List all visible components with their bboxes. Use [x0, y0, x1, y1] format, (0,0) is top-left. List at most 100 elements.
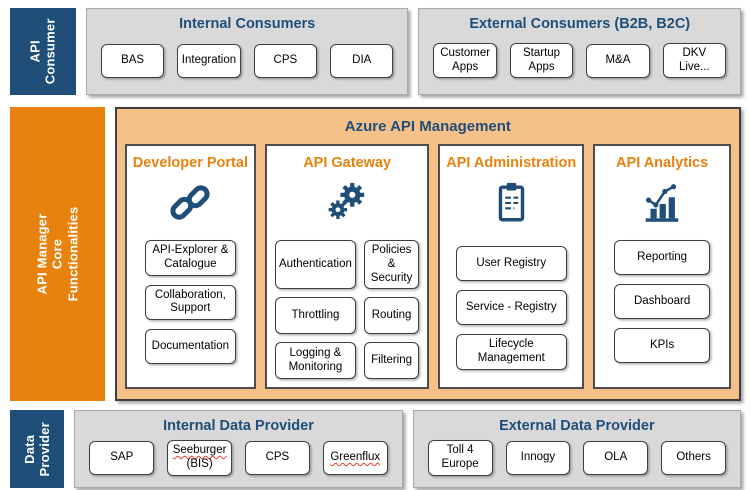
analytics-box-dashboard-label: Dashboard: [633, 294, 691, 307]
api-administration-icon-area: [488, 174, 534, 232]
api-gateway-column: API Gateway: [264, 144, 430, 390]
provider-box-sap-label: SAP: [110, 451, 134, 464]
consumer-box-integration: Integration: [177, 43, 241, 78]
azure-api-management-container: Azure API Management Developer Portal: [114, 107, 741, 401]
provider-box-ola: OLA: [583, 441, 649, 475]
consumer-box-dia-label: DIA: [352, 53, 372, 66]
internal-data-provider-items: SAP Seeburger (BIS) CPS Greenflux: [87, 438, 389, 480]
gateway-box-routing: Routing: [363, 297, 420, 335]
gateway-box-filtering-label: Filtering: [371, 353, 413, 366]
gateway-box-logging-monitoring: Logging & Monitoring: [274, 342, 356, 380]
gateway-box-policies-security-label: Policies & Security: [370, 244, 413, 284]
gears-icon: [328, 182, 365, 219]
api-manager-core-sidebar: API Manager Core Functionalities: [10, 107, 105, 401]
gateway-box-authentication: Authentication: [274, 240, 356, 290]
api-gateway-items: Authentication Policies & Security Throt…: [273, 240, 421, 380]
api-manager-core-sidebar-label: API Manager Core Functionalities: [34, 206, 81, 302]
external-data-provider-items: Toll 4 Europe Innogy OLA Others: [426, 438, 728, 480]
api-analytics-icon-area: [638, 174, 686, 232]
external-data-provider-title: External Data Provider: [499, 418, 655, 434]
analytics-box-reporting: Reporting: [614, 240, 711, 275]
gateway-box-policies-security: Policies & Security: [363, 240, 420, 290]
consumer-box-bas: BAS: [100, 43, 165, 78]
api-consumer-sidebar: API Consumer: [10, 8, 76, 95]
gateway-box-throttling-label: Throttling: [291, 308, 340, 321]
portal-box-collaboration-support: Collaboration, Support: [144, 284, 236, 321]
analytics-icon: [645, 184, 679, 222]
provider-box-greenflux: Greenflux: [322, 441, 388, 475]
admin-box-lifecycle-management-label: Lifecycle Management: [477, 338, 545, 364]
internal-data-provider-panel: Internal Data Provider SAP Seeburger (BI…: [74, 410, 403, 488]
internal-consumers-title: Internal Consumers: [179, 16, 316, 32]
provider-box-cps: CPS: [245, 441, 310, 475]
api-analytics-column: API Analytics: [593, 144, 731, 390]
core-columns: Developer Portal API-Explorer & Catalogu…: [117, 142, 739, 399]
analytics-box-dashboard: Dashboard: [614, 284, 711, 319]
provider-box-toll4europe-label: Toll 4 Europe: [441, 444, 479, 470]
provider-box-bis-label: (BIS): [186, 458, 213, 470]
api-administration-column: API Administration: [438, 144, 585, 390]
developer-portal-title: Developer Portal: [132, 155, 248, 171]
consumer-box-ma: M&A: [586, 43, 650, 78]
provider-box-greenflux-label: Greenflux: [330, 451, 381, 464]
consumer-band: API Consumer Internal Consumers BAS Inte…: [10, 8, 742, 95]
consumer-box-dkv-live: DKV Live...: [662, 42, 727, 79]
internal-consumers-panel: Internal Consumers BAS Integration CPS D…: [85, 8, 409, 95]
admin-box-user-registry-label: User Registry: [476, 256, 547, 269]
api-administration-items: User Registry Service - Registry Lifecyc…: [446, 246, 576, 370]
consumer-box-dkv-live-label: DKV Live...: [678, 46, 710, 73]
consumer-box-startup-apps: Startup Apps: [509, 42, 574, 79]
external-consumers-items: Customer Apps Startup Apps M&A DKV Live.…: [431, 36, 728, 87]
provider-box-seeburger-bis: Seeburger (BIS): [167, 440, 232, 476]
provider-box-innogy-label: Innogy: [520, 451, 556, 464]
api-consumer-sidebar-label: API Consumer: [27, 18, 58, 85]
developer-portal-items: API-Explorer & Catalogue Collaboration, …: [133, 240, 248, 365]
data-provider-sidebar: Data Provider: [10, 410, 65, 488]
admin-box-user-registry: User Registry: [456, 246, 567, 281]
api-administration-title: API Administration: [446, 155, 577, 171]
api-analytics-items: Reporting Dashboard KPIs: [601, 240, 723, 363]
provider-band: Data Provider Internal Data Provider SAP…: [10, 410, 741, 488]
provider-box-seeburger-label: Seeburger: [172, 444, 227, 457]
provider-box-others-label: Others: [676, 451, 711, 464]
consumer-box-dia: DIA: [330, 43, 394, 78]
analytics-box-reporting-label: Reporting: [637, 250, 688, 263]
provider-box-others: Others: [661, 441, 726, 475]
gateway-box-logging-monitoring-label: Logging & Monitoring: [288, 347, 343, 373]
admin-box-service-registry: Service - Registry: [456, 290, 567, 325]
portal-box-documentation: Documentation: [144, 329, 236, 365]
analytics-box-kpis-label: KPIs: [649, 338, 675, 351]
gateway-box-authentication-label: Authentication: [278, 257, 352, 270]
provider-box-sap: SAP: [89, 441, 155, 475]
portal-box-api-explorer-catalogue: API-Explorer & Catalogue: [144, 240, 236, 276]
azure-api-management-title: Azure API Management: [344, 118, 511, 135]
api-gateway-icon-area: [321, 174, 373, 232]
clipboard-icon: [498, 182, 525, 222]
link-icon: [170, 185, 210, 220]
gateway-box-filtering: Filtering: [363, 342, 420, 380]
consumer-box-cps-label: CPS: [273, 53, 298, 66]
provider-box-ola-label: OLA: [604, 451, 628, 464]
external-data-provider-panel: External Data Provider Toll 4 Europe Inn…: [412, 410, 741, 488]
consumer-box-integration-label: Integration: [181, 53, 237, 66]
portal-box-documentation-label: Documentation: [151, 339, 230, 352]
consumer-box-customer-apps: Customer Apps: [433, 42, 497, 79]
internal-data-provider-title: Internal Data Provider: [163, 418, 314, 434]
gateway-box-throttling: Throttling: [274, 297, 356, 335]
gateway-box-routing-label: Routing: [371, 308, 412, 321]
portal-box-collaboration-support-label: Collaboration, Support: [154, 288, 226, 315]
admin-box-service-registry-label: Service - Registry: [465, 300, 557, 313]
consumer-box-bas-label: BAS: [121, 53, 145, 66]
provider-box-toll4europe: Toll 4 Europe: [427, 440, 493, 476]
data-provider-sidebar-label: Data Provider: [21, 421, 53, 477]
provider-box-cps-label: CPS: [265, 451, 290, 464]
admin-box-lifecycle-management: Lifecycle Management: [456, 334, 567, 370]
external-consumers-title: External Consumers (B2B, B2C): [469, 16, 691, 32]
consumer-box-ma-label: M&A: [605, 53, 631, 66]
developer-portal-icon-area: [165, 174, 215, 232]
consumer-box-startup-apps-label: Startup Apps: [523, 46, 561, 73]
api-gateway-title: API Gateway: [303, 155, 392, 171]
core-band: API Manager Core Functionalities Azure A…: [10, 107, 741, 401]
portal-box-api-explorer-catalogue-label: API-Explorer & Catalogue: [152, 244, 229, 270]
